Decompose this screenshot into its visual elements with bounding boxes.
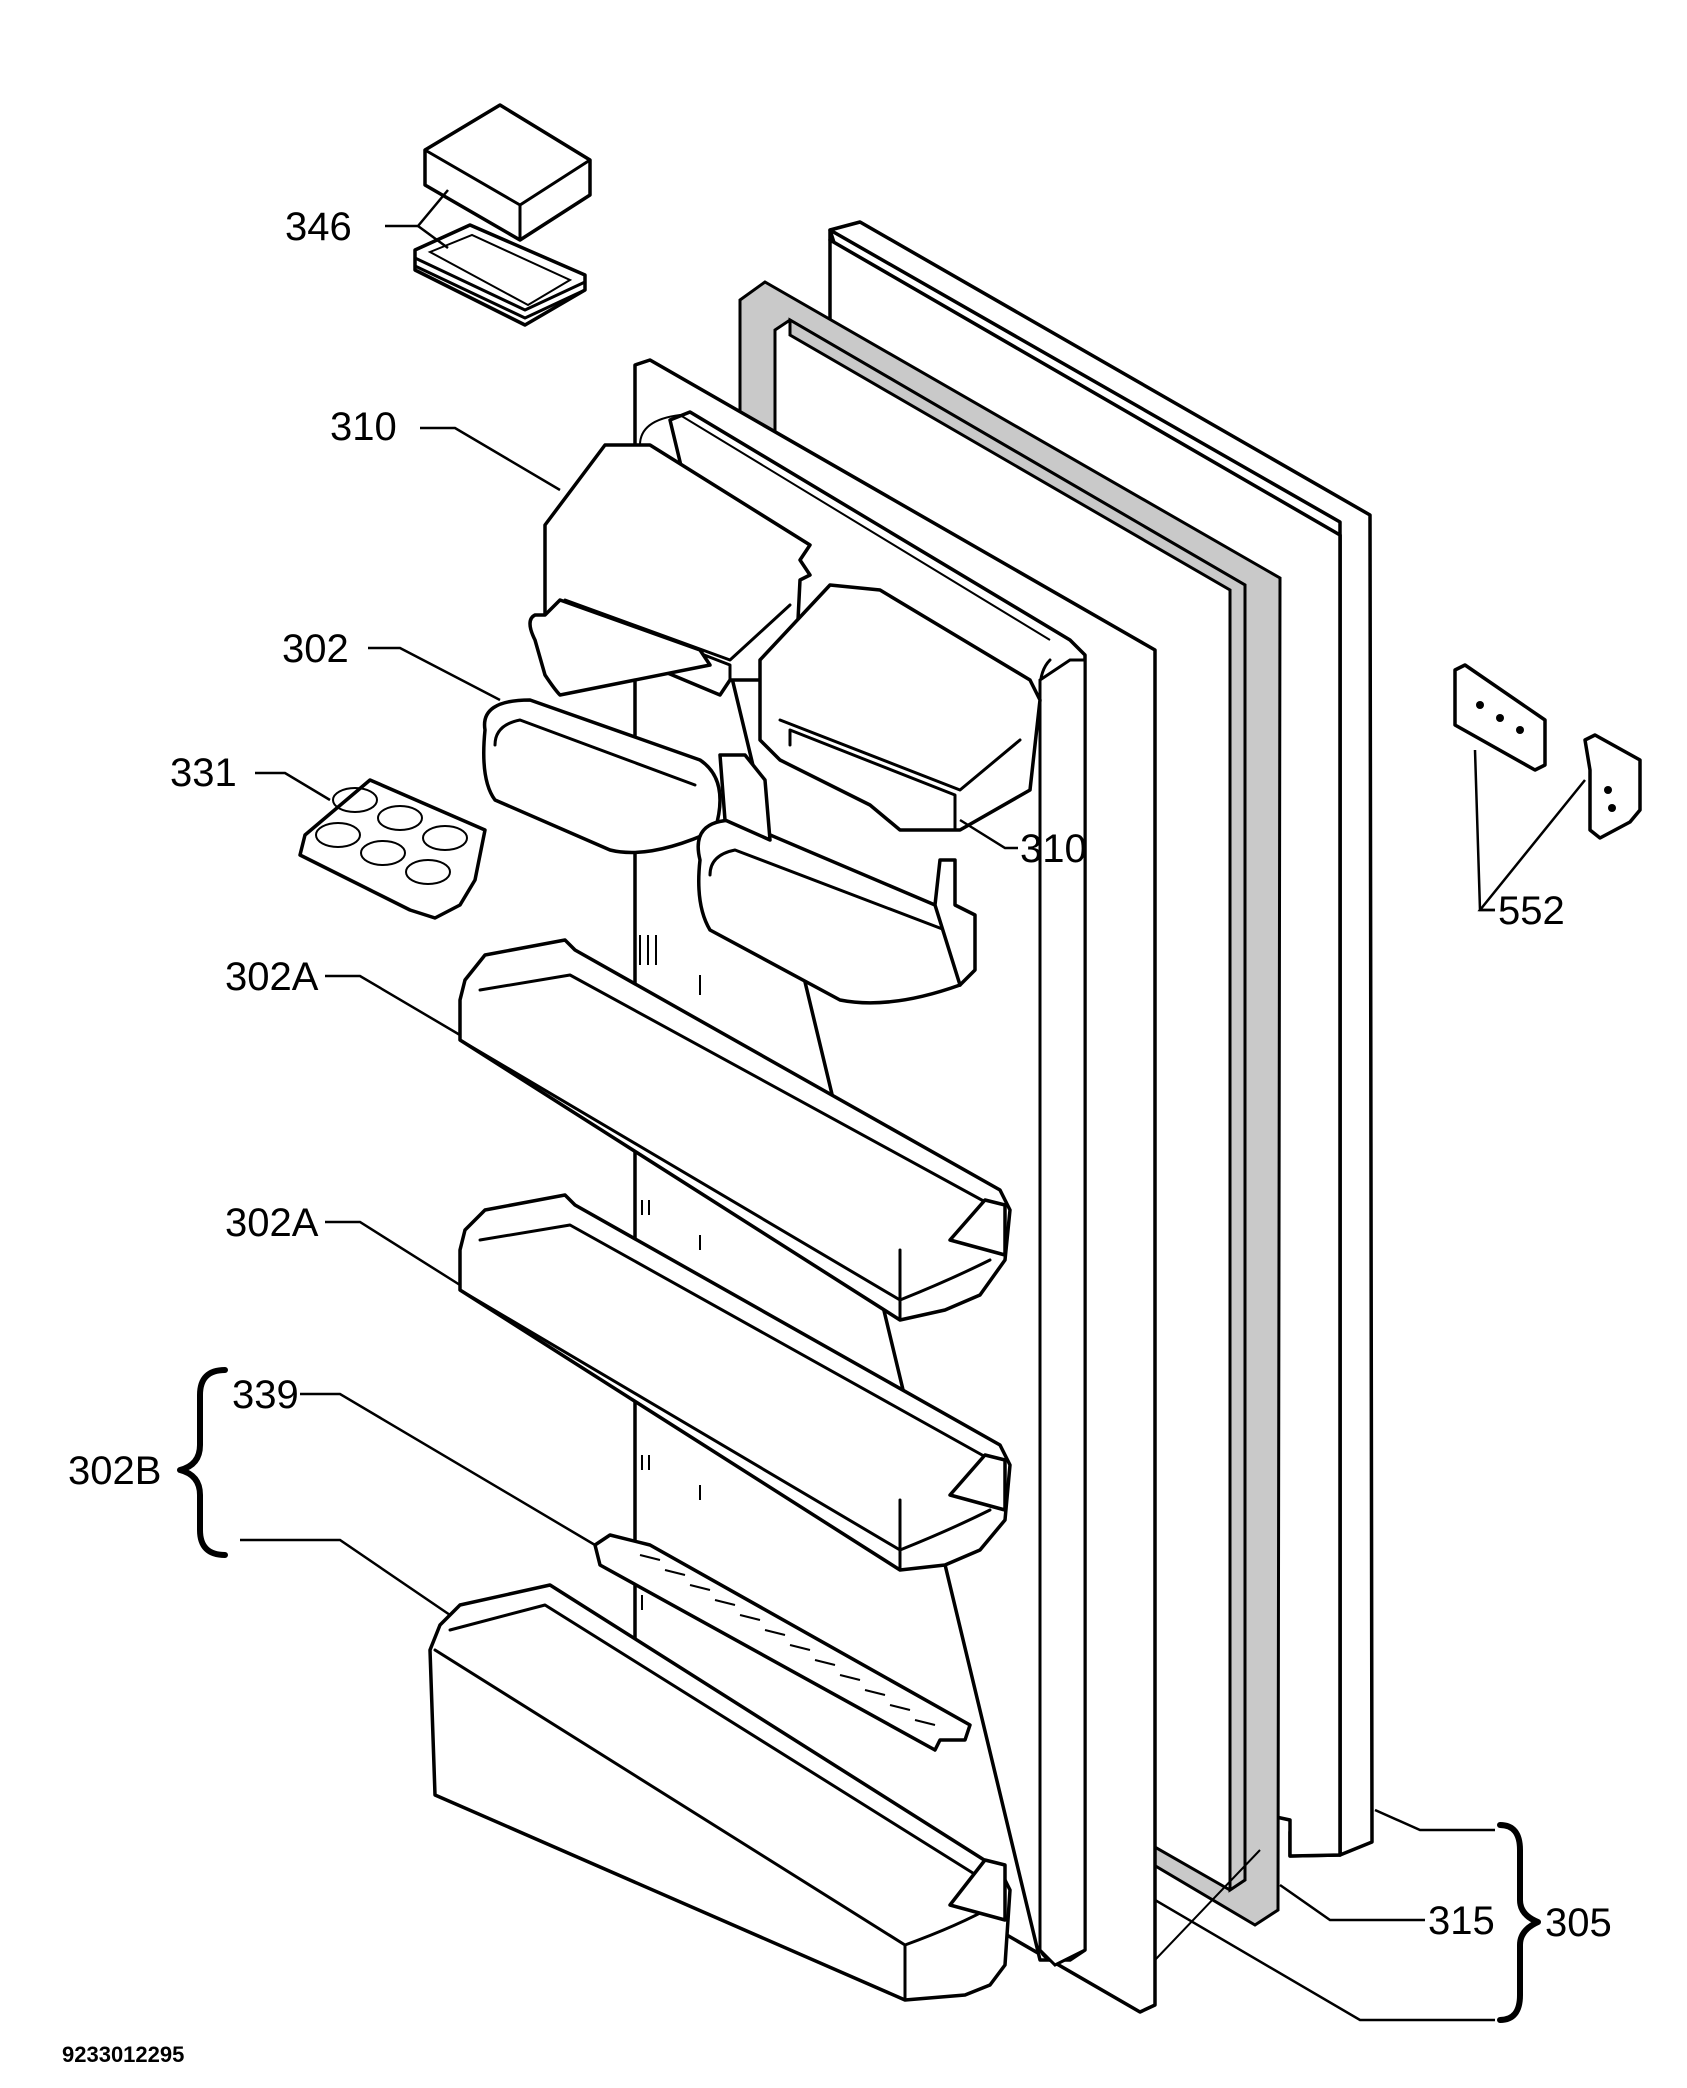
callout-305: 305 <box>1545 1901 1612 1945</box>
brace-305 <box>1497 1822 1541 2023</box>
callout-302a-upper: 302A <box>225 955 319 999</box>
callout-310-top: 310 <box>330 405 397 449</box>
callout-310-right: 310 <box>1020 827 1087 871</box>
butter-dish <box>413 103 592 327</box>
callout-339: 339 <box>232 1373 299 1417</box>
callout-331: 331 <box>170 751 237 795</box>
callout-302b: 302B <box>68 1449 161 1493</box>
callout-346: 346 <box>285 205 352 249</box>
callout-302: 302 <box>282 627 349 671</box>
callout-302a-lower: 302A <box>225 1201 319 1245</box>
document-number: 9233012295 <box>62 2042 184 2067</box>
door-shelf-302 <box>482 598 977 1005</box>
leader-lines <box>240 189 1586 2022</box>
door-shelf-302a-upper <box>458 938 1012 1322</box>
bottle-divider-339 <box>593 1533 972 1752</box>
callout-315: 315 <box>1428 1899 1495 1943</box>
dairy-lid-right <box>758 583 1042 832</box>
callout-552: 552 <box>1498 889 1565 933</box>
door-shelf-302a-lower <box>458 1193 1012 1572</box>
brace-302b <box>177 1367 228 1558</box>
hinge-brackets <box>1453 663 1642 840</box>
egg-tray <box>298 778 487 920</box>
bottle-shelf-302b <box>428 1583 1012 2002</box>
